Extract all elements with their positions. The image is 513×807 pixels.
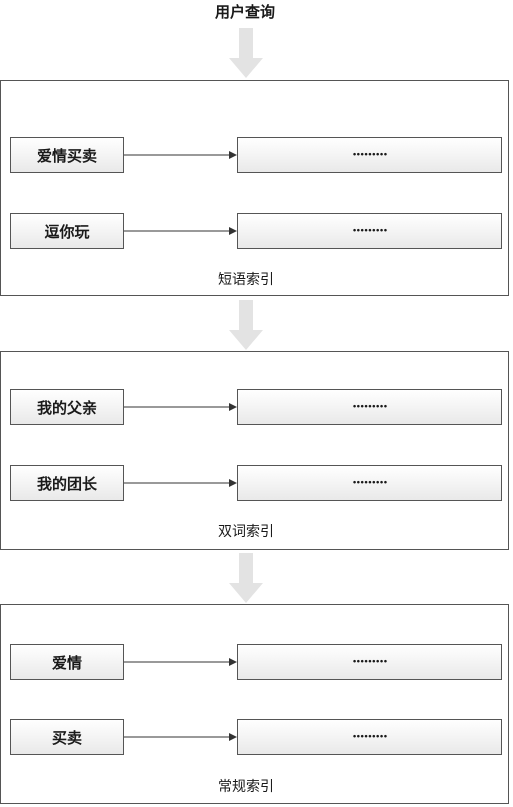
connector-arrow-icon: [124, 227, 237, 235]
index-key-box: 我的团长: [10, 465, 124, 501]
index-key-box: 逗你玩: [10, 213, 124, 249]
connector-arrow-icon: [124, 733, 237, 741]
index-value-box: ·········: [237, 465, 502, 501]
index-caption: 双词索引: [218, 524, 274, 540]
index-value-box: ·········: [237, 137, 502, 173]
phrase-index-box: 爱情买卖 ········· 逗你玩 ········· 短语索引: [0, 80, 509, 296]
index-caption: 短语索引: [218, 272, 274, 288]
connector-arrow-icon: [124, 479, 237, 487]
flow-arrow-down-icon: [229, 300, 263, 350]
connector-arrow-icon: [124, 658, 237, 666]
user-query-title: 用户查询: [214, 3, 275, 21]
regular-index-box: 爱情 ········· 买卖 ········· 常规索引: [0, 604, 509, 804]
connector-arrow-icon: [124, 151, 237, 159]
index-key-box: 爱情: [10, 644, 124, 680]
index-caption: 常规索引: [218, 779, 274, 795]
index-value-box: ·········: [237, 719, 502, 755]
flow-arrow-down-icon: [229, 28, 263, 78]
connector-arrow-icon: [124, 403, 237, 411]
index-value-box: ·········: [237, 389, 502, 425]
bigram-index-box: 我的父亲 ········· 我的团长 ········· 双词索引: [0, 351, 509, 550]
index-value-box: ·········: [237, 213, 502, 249]
index-key-box: 爱情买卖: [10, 137, 124, 173]
index-key-box: 买卖: [10, 719, 124, 755]
index-value-box: ·········: [237, 644, 502, 680]
index-key-box: 我的父亲: [10, 389, 124, 425]
flow-arrow-down-icon: [229, 553, 263, 603]
